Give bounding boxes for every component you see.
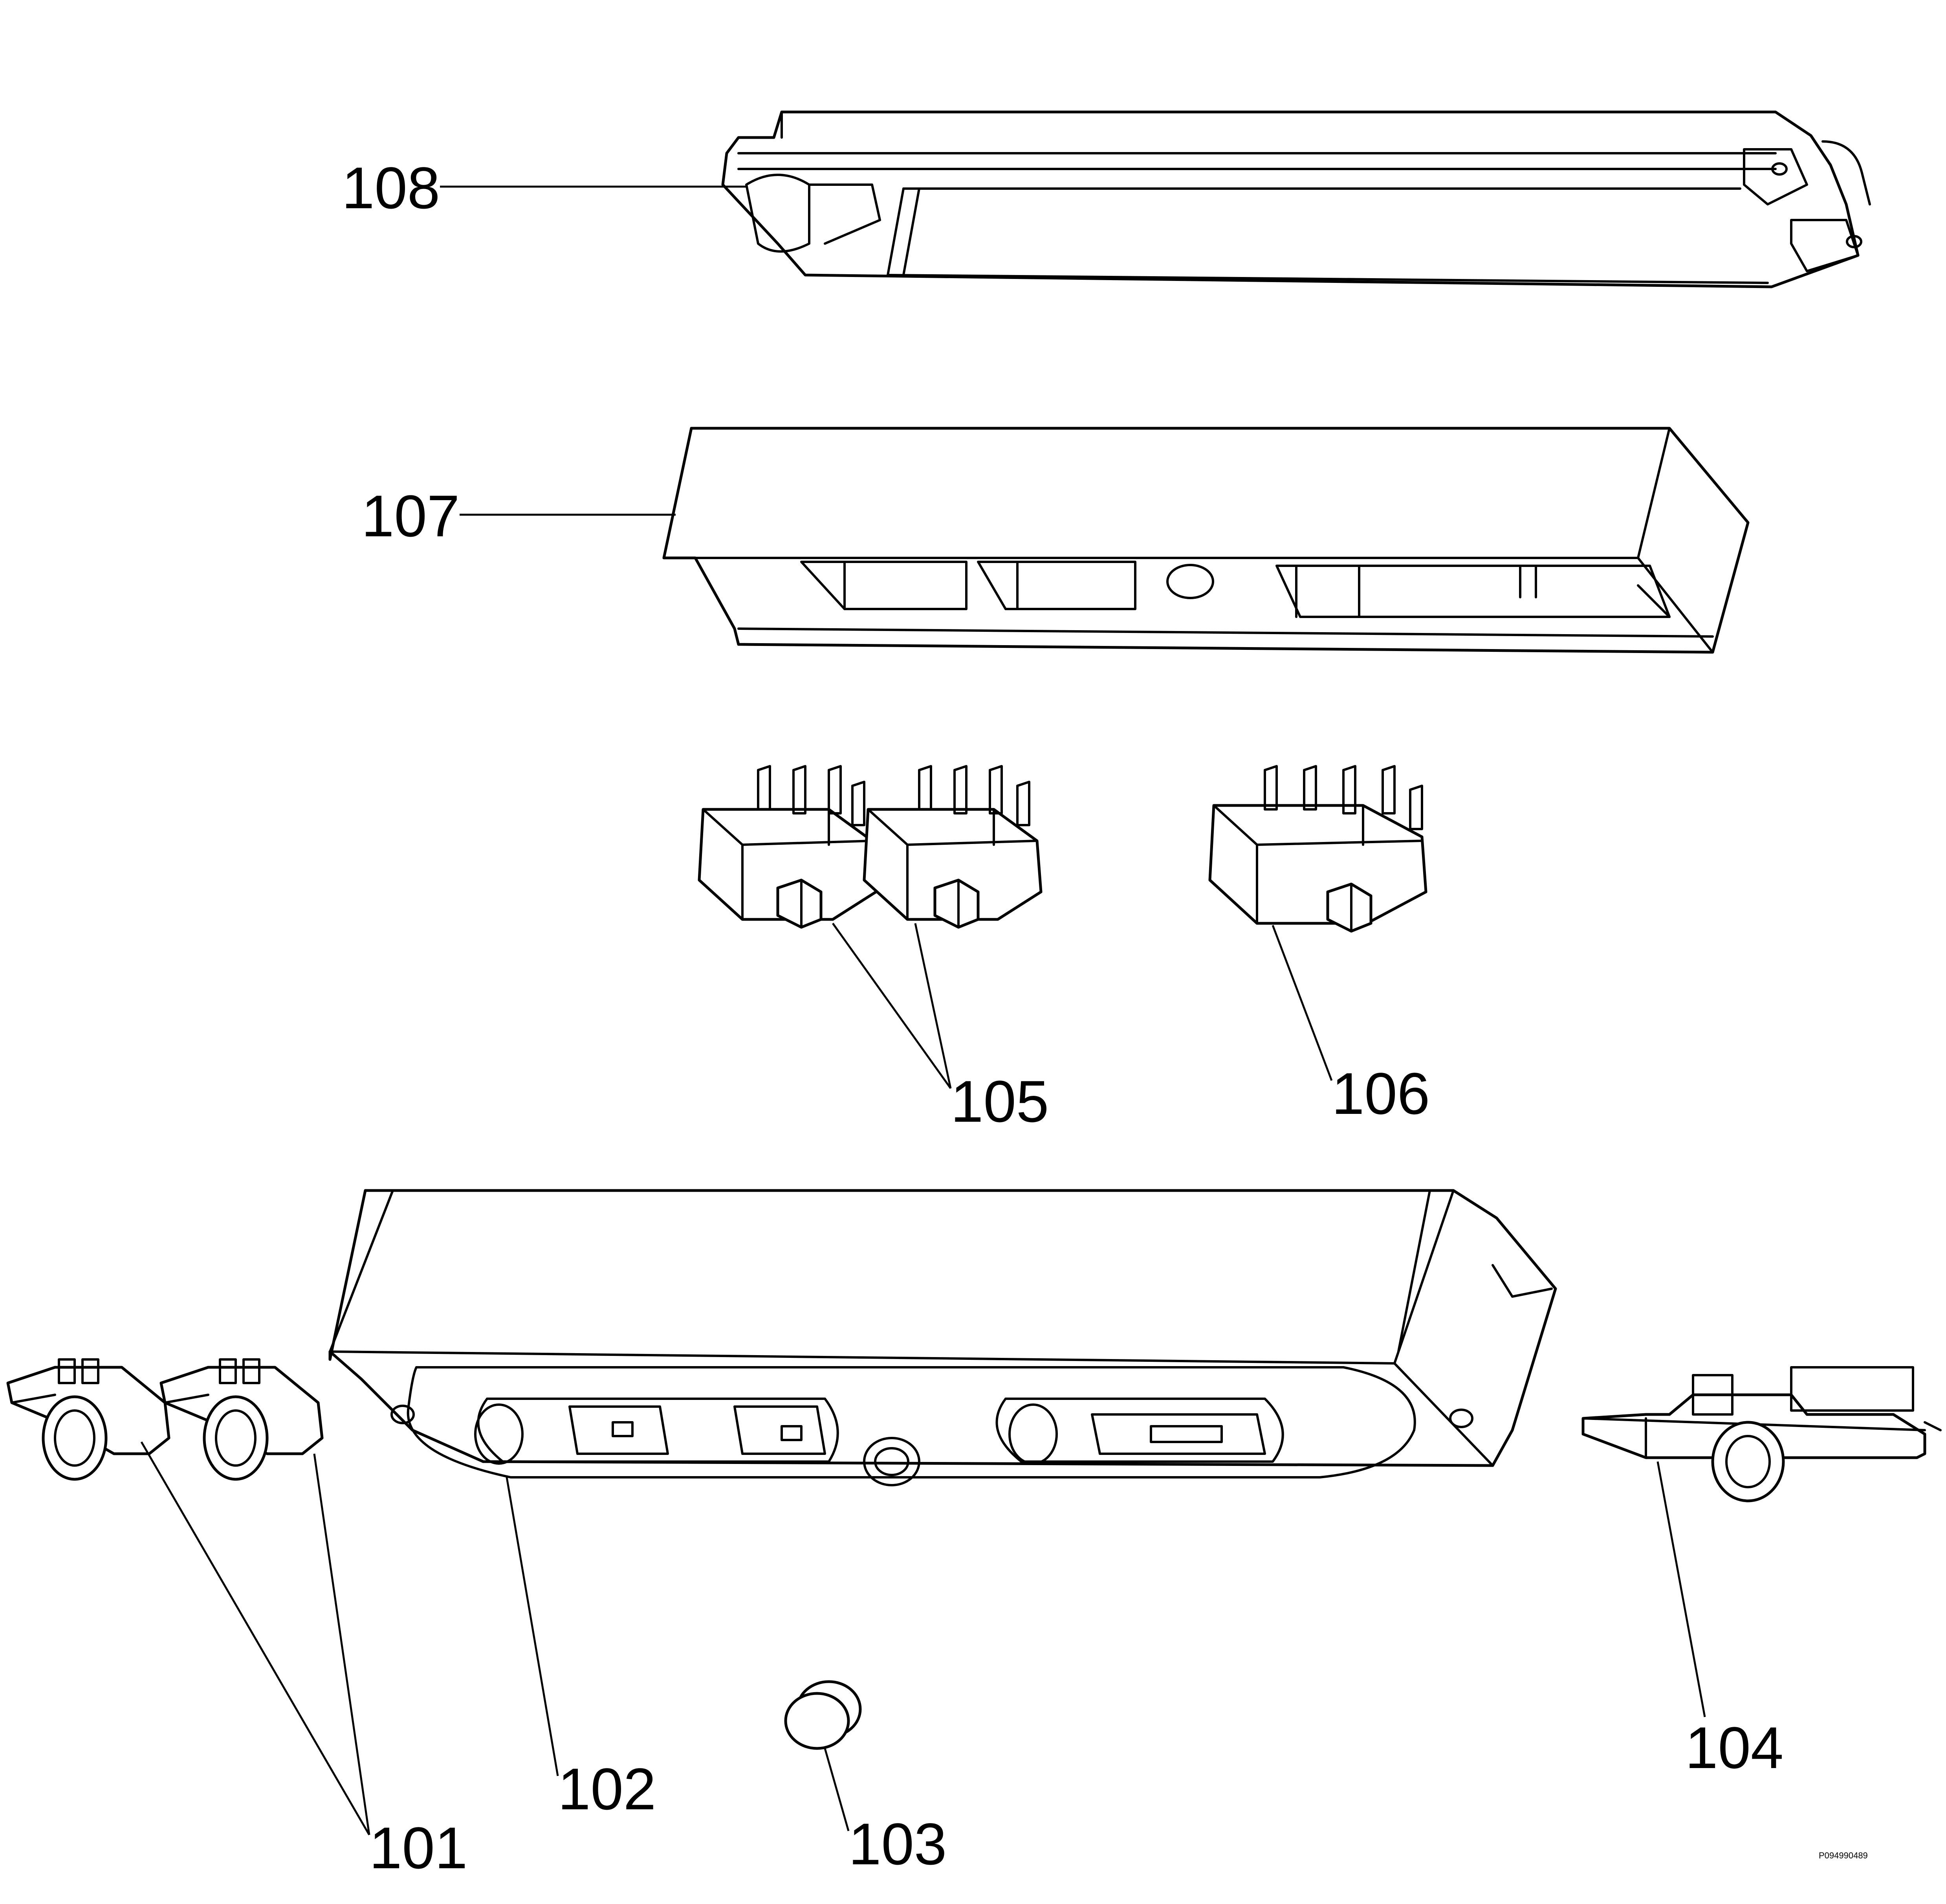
part-103-knob: [784, 1680, 862, 1750]
leader-104: [1656, 1461, 1706, 1717]
leader-105-a: [832, 923, 952, 1089]
part-101-end-cap-right: [159, 1358, 324, 1481]
leader-103: [824, 1748, 850, 1831]
leader-102: [506, 1477, 559, 1776]
part-104-side-cover: [1581, 1366, 1942, 1502]
part-106-switch: [1208, 765, 1427, 933]
label-107: 107: [361, 483, 460, 549]
leader-106: [1272, 925, 1333, 1081]
label-103: 103: [848, 1811, 947, 1877]
part-107-housing-lid: [662, 427, 1750, 654]
label-104: 104: [1685, 1715, 1783, 1781]
part-108-top-cover: [721, 110, 1871, 288]
label-101: 101: [369, 1815, 467, 1881]
leader-101-b: [313, 1453, 370, 1835]
part-105-switch-right: [863, 765, 1043, 929]
part-101-end-cap-left: [6, 1358, 170, 1481]
label-108: 108: [342, 155, 440, 221]
drawing-code: P094990489: [1819, 1851, 1868, 1860]
label-105: 105: [951, 1068, 1049, 1134]
label-106: 106: [1332, 1060, 1430, 1126]
part-102-base-housing: [328, 1189, 1557, 1486]
leader-105-b: [914, 923, 952, 1089]
label-102: 102: [558, 1756, 656, 1822]
leader-101-a: [140, 1441, 370, 1836]
part-105-switch-left: [698, 765, 878, 929]
